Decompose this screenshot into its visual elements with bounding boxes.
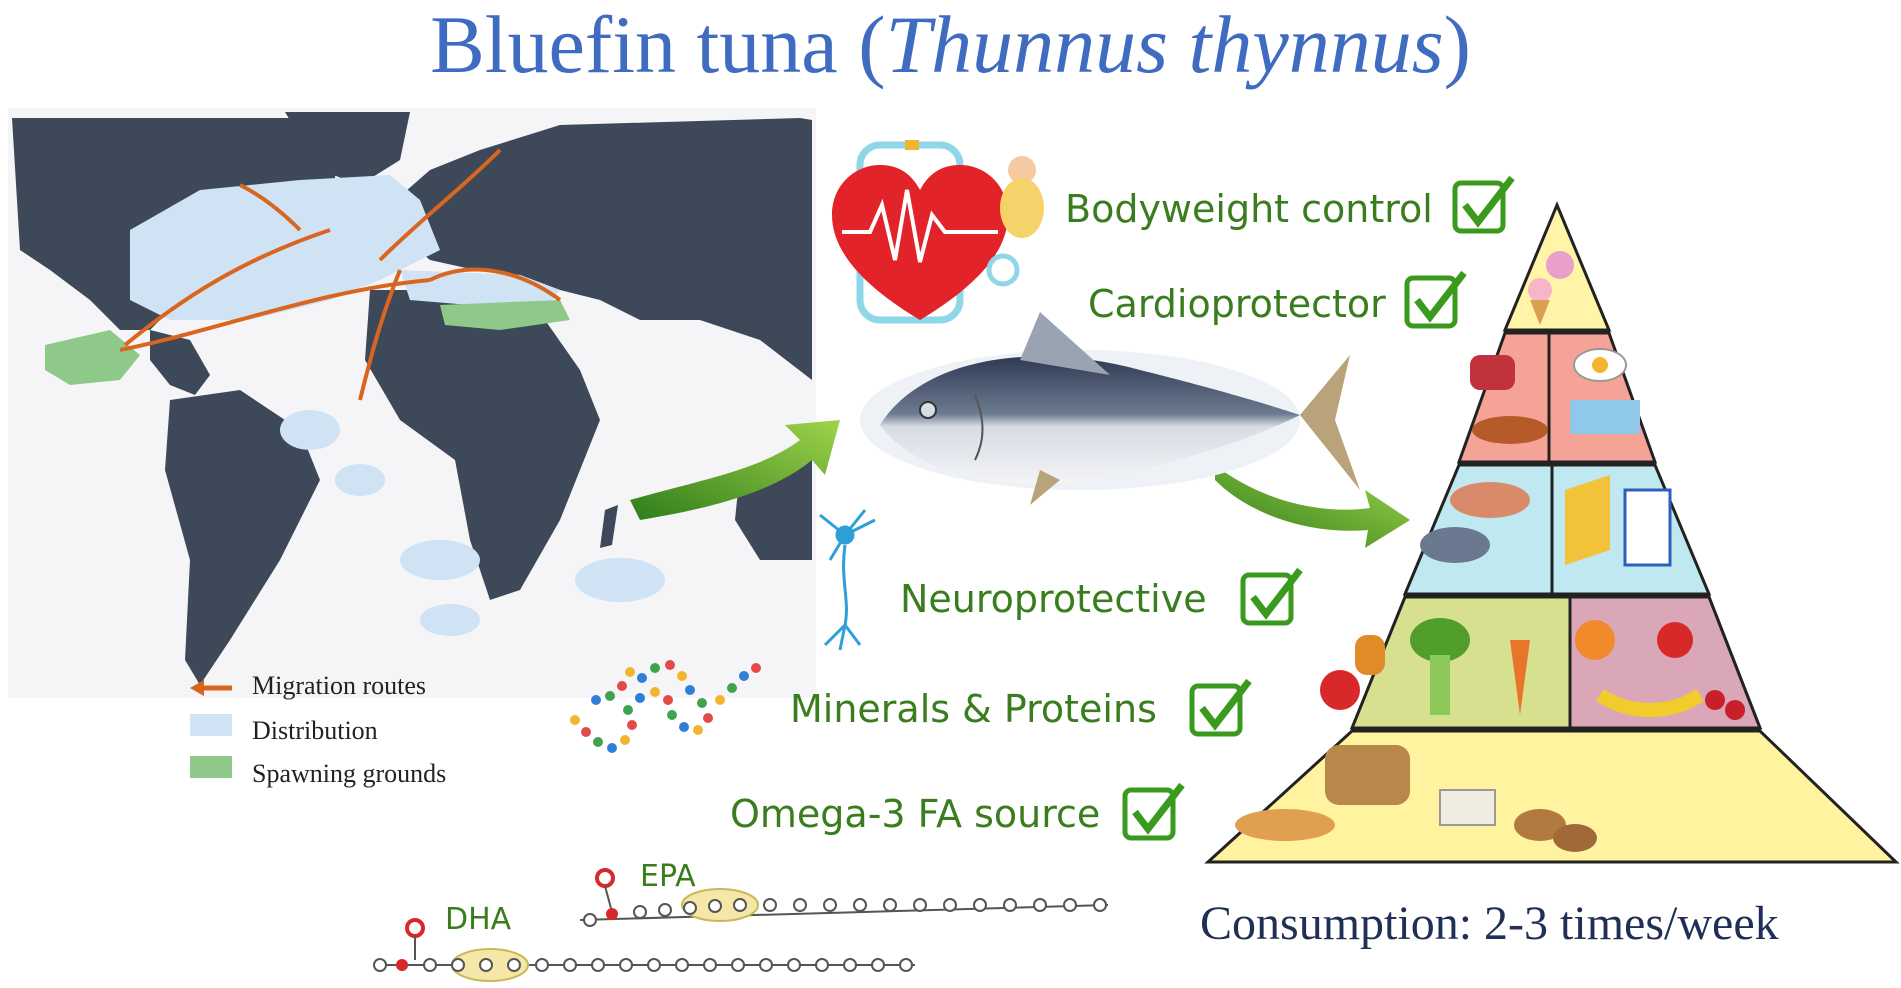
protein-chain-icon	[570, 660, 761, 753]
pyramid-tier-grains	[1204, 729, 1900, 864]
benefit-minerals-proteins: Minerals & Proteins	[790, 687, 1157, 731]
title-main: Bluefin tuna (	[430, 0, 886, 90]
title-close: )	[1443, 0, 1471, 90]
benefit-omega3-source: Omega-3 FA source	[730, 792, 1101, 836]
check-icon-bodyweight	[1452, 175, 1515, 234]
page-title: Bluefin tuna (Thunnus thynnus)	[0, 4, 1901, 86]
legend-migration-label: Migration routes	[252, 671, 427, 700]
map-legend	[190, 680, 232, 778]
title-scientific-name: Thunnus thynnus	[885, 0, 1444, 90]
world-map	[8, 108, 816, 778]
epa-chain	[579, 868, 1109, 927]
pyramid-food-items	[1235, 251, 1745, 852]
legend-spawning-label: Spawning grounds	[252, 759, 447, 788]
benefit-cardioprotector: Cardioprotector	[1088, 282, 1386, 326]
distribution-legend-swatch	[190, 714, 232, 736]
spawning-area-gulf	[45, 330, 140, 385]
dha-label: DHA	[445, 902, 512, 937]
dha-chain	[373, 918, 915, 982]
benefit-bodyweight-control: Bodyweight control	[1065, 187, 1433, 231]
south-america-land	[165, 390, 320, 685]
neuron-icon	[819, 509, 876, 651]
greenland-land	[285, 112, 410, 185]
pyramid-tier-protein	[1456, 331, 1658, 464]
tuna-fish-icon	[860, 312, 1360, 505]
legend-distribution-label: Distribution	[252, 716, 378, 745]
migration-routes	[119, 148, 562, 401]
person-icon	[1000, 156, 1044, 238]
spawning-legend-swatch	[190, 756, 232, 778]
check-icon-omega3	[1122, 782, 1185, 841]
green-arrow-icon-2	[1215, 465, 1410, 548]
check-icon-neuroprotective	[1240, 567, 1303, 626]
heart-stethoscope-icon	[832, 140, 1020, 324]
check-icon-minerals	[1189, 678, 1252, 737]
consumption-recommendation: Consumption: 2-3 times/week	[1200, 897, 1779, 950]
green-arrow-icon	[630, 420, 840, 520]
africa-land	[365, 290, 600, 600]
epa-label: EPA	[640, 859, 696, 894]
eurasia-land	[390, 118, 812, 380]
benefit-neuroprotective: Neuroprotective	[900, 577, 1207, 621]
check-icon-cardioprotector	[1404, 270, 1467, 329]
spawning-area-mediterranean	[440, 300, 570, 330]
